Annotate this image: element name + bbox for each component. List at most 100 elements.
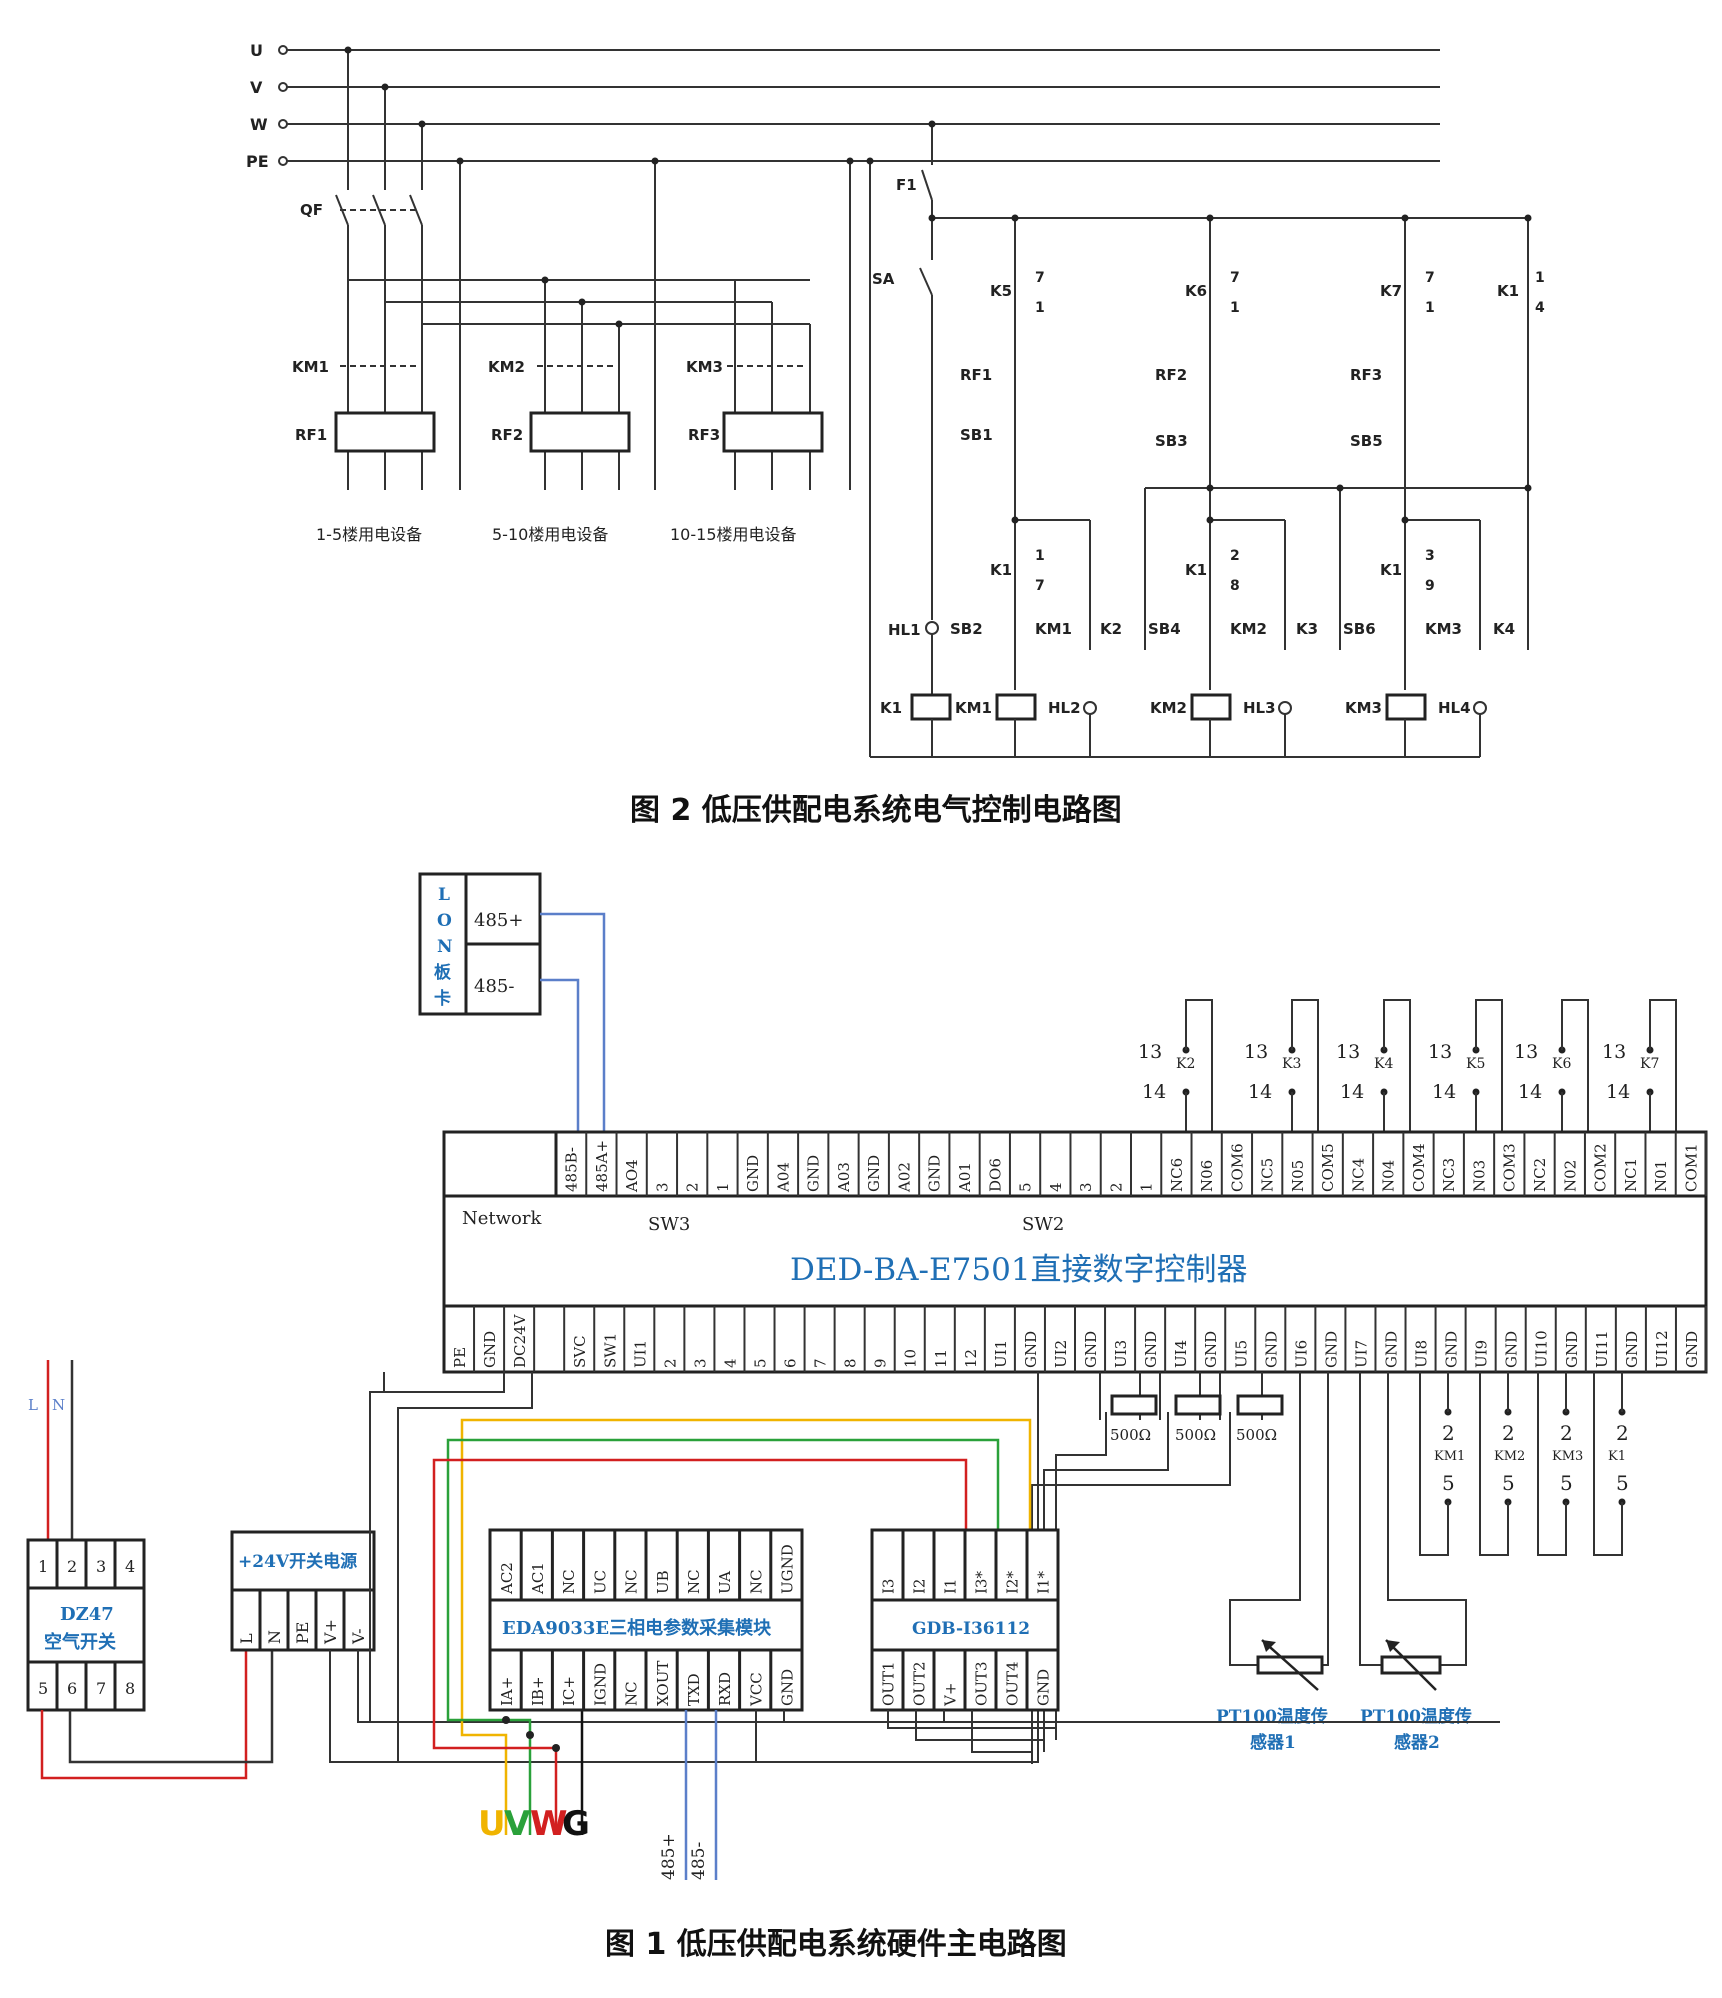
dz-top-1: 1 xyxy=(38,1557,48,1576)
bottom-pin-label: UI10 xyxy=(1533,1330,1551,1368)
top-pin-label: GND xyxy=(926,1155,944,1192)
psu-pin-label: V- xyxy=(349,1629,368,1646)
bottom-pin-label: 8 xyxy=(842,1358,860,1368)
bottom-pin-label: GND xyxy=(1082,1331,1100,1368)
rs485-plus: 485+ xyxy=(659,1833,679,1880)
relay-name: K6 xyxy=(1552,1056,1571,1072)
relay-a-label: 13 xyxy=(1138,1041,1162,1063)
bottom-pin-label: UI2 xyxy=(1052,1340,1070,1368)
k6-n7: 7 xyxy=(1230,270,1240,286)
eda-top-label: UC xyxy=(591,1570,609,1594)
top-pin-label: 1 xyxy=(714,1182,732,1192)
bottom-pin-label: PE xyxy=(451,1347,469,1368)
sw2-label: SW2 xyxy=(1022,1214,1064,1235)
eda-top-label: UA xyxy=(716,1571,734,1594)
km1-coil-label: KM1 xyxy=(955,699,992,717)
fig1-diagram: L O N 板 卡 485+ 485- 13K21413K31413K41413… xyxy=(26,872,1708,1880)
top-pin-label: A02 xyxy=(895,1162,913,1193)
relay-name: K5 xyxy=(1466,1056,1485,1072)
top-pin-label: A03 xyxy=(835,1162,853,1193)
top-pin-label: COM4 xyxy=(1410,1143,1428,1192)
top-pin-label: 5 xyxy=(1017,1182,1035,1192)
phase-w-label: W xyxy=(250,115,268,134)
km3-label: KM3 xyxy=(686,358,723,376)
relay-a-label: 13 xyxy=(1244,1041,1268,1063)
bottom-pin-label: DC24V xyxy=(511,1313,529,1368)
km-a-label: 2 xyxy=(1502,1421,1515,1445)
dz-bot-5: 5 xyxy=(38,1679,48,1698)
top-pin-label: N05 xyxy=(1289,1160,1307,1192)
eda-title: EDA9033E三相电参数采集模块 xyxy=(502,1617,772,1639)
k3-label: K3 xyxy=(1296,620,1318,638)
bottom-pin-label: UI1 xyxy=(631,1340,649,1368)
relay-b-label: 14 xyxy=(1432,1081,1456,1103)
km-a-label: 2 xyxy=(1616,1421,1629,1445)
sb6-label: SB6 xyxy=(1343,620,1376,638)
km-name: K1 xyxy=(1608,1449,1626,1464)
dz47-subtitle: 空气开关 xyxy=(44,1631,116,1653)
bottom-pin-label: 4 xyxy=(721,1358,739,1368)
top-pin-label: 485A+ xyxy=(593,1140,611,1192)
fig1-caption: 图 1 低压供配电系统硬件主电路图 xyxy=(605,1927,1067,1962)
km2-ctl-label: KM2 xyxy=(1230,620,1267,638)
bottom-pin-label: GND xyxy=(1683,1331,1701,1368)
relay-b-label: 14 xyxy=(1142,1081,1166,1103)
uvwg-v: V xyxy=(504,1804,531,1844)
lon-char-2: O xyxy=(437,911,452,931)
uvwg-g: G xyxy=(562,1804,590,1844)
top-pin-label: N03 xyxy=(1470,1160,1488,1192)
bottom-pin-label: 7 xyxy=(812,1358,830,1368)
top-pin-label: NC4 xyxy=(1349,1158,1367,1192)
k6-label: K6 xyxy=(1185,282,1207,300)
bottom-pin-label: GND xyxy=(1262,1331,1280,1368)
lon-485p: 485+ xyxy=(474,910,523,931)
bottom-pin-label: GND xyxy=(1202,1331,1220,1368)
top-pin-label: 2 xyxy=(684,1182,702,1192)
top-pin-label: N02 xyxy=(1561,1160,1579,1192)
km-wire-loop xyxy=(1419,1372,1449,1556)
bottom-pin-label: UI3 xyxy=(1112,1340,1130,1368)
relay-wire-a xyxy=(1185,999,1213,1132)
load-2-label: 5-10楼用电设备 xyxy=(492,525,608,544)
dz-bot-8: 8 xyxy=(125,1679,135,1698)
relay-a-label: 13 xyxy=(1428,1041,1452,1063)
eda-top-label: NC xyxy=(623,1569,641,1594)
bottom-pin-label: UI11 xyxy=(1593,1330,1611,1368)
top-pin-label: AO4 xyxy=(623,1159,641,1193)
resistor-1-label: 500Ω xyxy=(1110,1426,1151,1444)
km1-label: KM1 xyxy=(292,358,329,376)
top-pin-label: COM2 xyxy=(1592,1143,1610,1192)
km-wire-loop xyxy=(1537,1372,1567,1556)
eda-top-label: UGND xyxy=(779,1544,797,1594)
resistor-3-label: 500Ω xyxy=(1236,1426,1277,1444)
km3-ctl-label: KM3 xyxy=(1425,620,1462,638)
psu-pin-label: N xyxy=(265,1630,284,1644)
km-wire-loop xyxy=(1479,1372,1509,1556)
bottom-pin-label: GND xyxy=(1383,1331,1401,1368)
gdb-bottom-label: V+ xyxy=(942,1683,960,1707)
resistor-3 xyxy=(1236,1394,1284,1416)
k1-b1-label: K1 xyxy=(990,561,1012,579)
top-pin-label: GND xyxy=(865,1155,883,1192)
top-pin-label: N04 xyxy=(1380,1160,1398,1192)
bottom-pin-label: 12 xyxy=(962,1349,980,1368)
k1-b2-label: K1 xyxy=(1185,561,1207,579)
relay-wire-a xyxy=(1649,999,1677,1132)
pt100-2-line1: PT100温度传 xyxy=(1360,1706,1472,1727)
k1b2-n8: 8 xyxy=(1230,578,1240,594)
sb4-label: SB4 xyxy=(1148,620,1181,638)
eda-top-label: NC xyxy=(560,1569,578,1594)
phase-v-label: V xyxy=(250,78,263,97)
k4-label: K4 xyxy=(1493,620,1515,638)
rf3-box xyxy=(722,411,824,453)
relay-a-label: 13 xyxy=(1602,1041,1626,1063)
